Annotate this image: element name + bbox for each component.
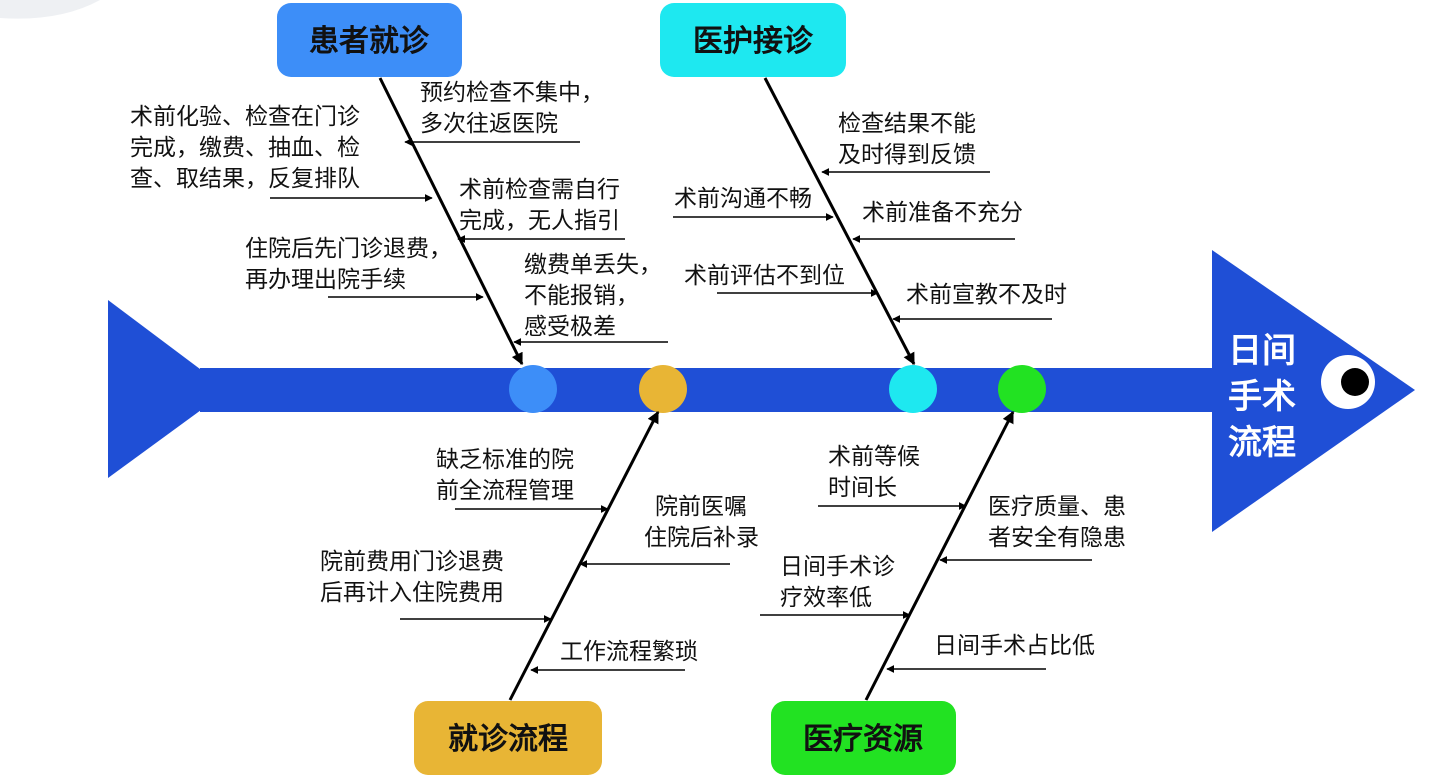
category-patient-label: 患者就诊 bbox=[309, 24, 430, 59]
cause-n3: 术前准备不充分 bbox=[852, 200, 1023, 243]
cause-text: 日间手术占比低 bbox=[934, 633, 1095, 659]
corner-decoration bbox=[0, 0, 100, 19]
cause-p1: 预约检查不集中， 多次往返医院 bbox=[404, 80, 611, 146]
cause-text: 术前化验、检查在门诊 完成，缴费、抽血、检 查、取结果，反复排队 bbox=[130, 104, 367, 192]
cause-n1: 检查结果不能 及时得到反馈 bbox=[821, 111, 990, 176]
bone-patient bbox=[378, 77, 524, 366]
cause-text: 预约检查不集中， 多次往返医院 bbox=[420, 80, 611, 137]
cause-text: 医疗质量、患 者安全有隐患 bbox=[988, 494, 1133, 551]
category-process-label: 就诊流程 bbox=[448, 722, 568, 757]
cause-p2: 术前化验、检查在门诊 完成，缴费、抽血、检 查、取结果，反复排队 bbox=[130, 104, 433, 202]
joint-dot-nursing bbox=[889, 365, 937, 413]
cause-r1: 术前等候 时间长 bbox=[818, 444, 967, 510]
joint-dot-process bbox=[639, 365, 687, 413]
cause-text: 术前宣教不及时 bbox=[906, 282, 1067, 308]
cause-q4: 工作流程繁琐 bbox=[530, 639, 698, 674]
head-title-line-3: 流程 bbox=[1228, 423, 1296, 463]
cause-text: 术前评估不到位 bbox=[684, 263, 845, 289]
cause-text: 日间手术诊 疗效率低 bbox=[780, 554, 902, 611]
cause-p5: 缴费单丢失， 不能报销， 感受极差 bbox=[513, 252, 669, 346]
cause-n2: 术前沟通不畅 bbox=[673, 186, 834, 221]
cause-text: 院前医嘱 住院后补录 bbox=[644, 494, 759, 551]
cause-text: 术前准备不充分 bbox=[862, 200, 1023, 226]
category-nursing: 医护接诊 bbox=[660, 3, 846, 77]
category-resources-label: 医疗资源 bbox=[803, 722, 923, 757]
fish-spine bbox=[200, 368, 1215, 412]
cause-text: 院前费用门诊退费 后再计入住院费用 bbox=[320, 549, 511, 606]
bone-process bbox=[508, 410, 660, 701]
head-title-line-1: 日间 bbox=[1228, 331, 1296, 371]
head-title: 日间 手术 流程 bbox=[1228, 331, 1296, 463]
fish-tail bbox=[108, 300, 212, 478]
cause-r3: 日间手术诊 疗效率低 bbox=[760, 554, 911, 619]
cause-text: 检查结果不能 及时得到反馈 bbox=[838, 111, 983, 168]
fish-pupil bbox=[1341, 368, 1369, 396]
cause-text: 住院后先门诊退费， 再办理出院手续 bbox=[245, 236, 459, 293]
joint-dot-patient bbox=[509, 365, 557, 413]
cause-q1: 缺乏标准的院 前全流程管理 bbox=[436, 447, 609, 513]
cause-q3: 院前费用门诊退费 后再计入住院费用 bbox=[320, 549, 552, 623]
category-nursing-label: 医护接诊 bbox=[693, 24, 814, 59]
cause-text: 缺乏标准的院 前全流程管理 bbox=[436, 447, 581, 504]
cause-text: 缴费单丢失， 不能报销， 感受极差 bbox=[524, 252, 669, 340]
cause-text: 术前检查需自行 完成，无人指引 bbox=[459, 177, 627, 234]
cause-p4: 住院后先门诊退费， 再办理出院手续 bbox=[245, 236, 484, 301]
cause-r2: 医疗质量、患 者安全有隐患 bbox=[939, 494, 1133, 564]
head-title-line-2: 手术 bbox=[1228, 377, 1296, 417]
category-resources: 医疗资源 bbox=[771, 701, 956, 775]
cause-r4: 日间手术占比低 bbox=[886, 633, 1095, 673]
cause-n4: 术前评估不到位 bbox=[684, 263, 879, 297]
cause-n5: 术前宣教不及时 bbox=[892, 282, 1067, 323]
fish-head bbox=[1212, 250, 1415, 532]
bone-nursing bbox=[763, 77, 916, 366]
cause-text: 工作流程繁琐 bbox=[560, 639, 698, 665]
cause-text: 术前等候 时间长 bbox=[828, 444, 927, 501]
category-patient: 患者就诊 bbox=[277, 3, 462, 77]
joint-dot-resources bbox=[998, 365, 1046, 413]
cause-text: 术前沟通不畅 bbox=[674, 186, 812, 212]
cause-p3: 术前检查需自行 完成，无人指引 bbox=[457, 177, 627, 243]
cause-q2: 院前医嘱 住院后补录 bbox=[579, 494, 759, 568]
category-process: 就诊流程 bbox=[414, 701, 602, 775]
